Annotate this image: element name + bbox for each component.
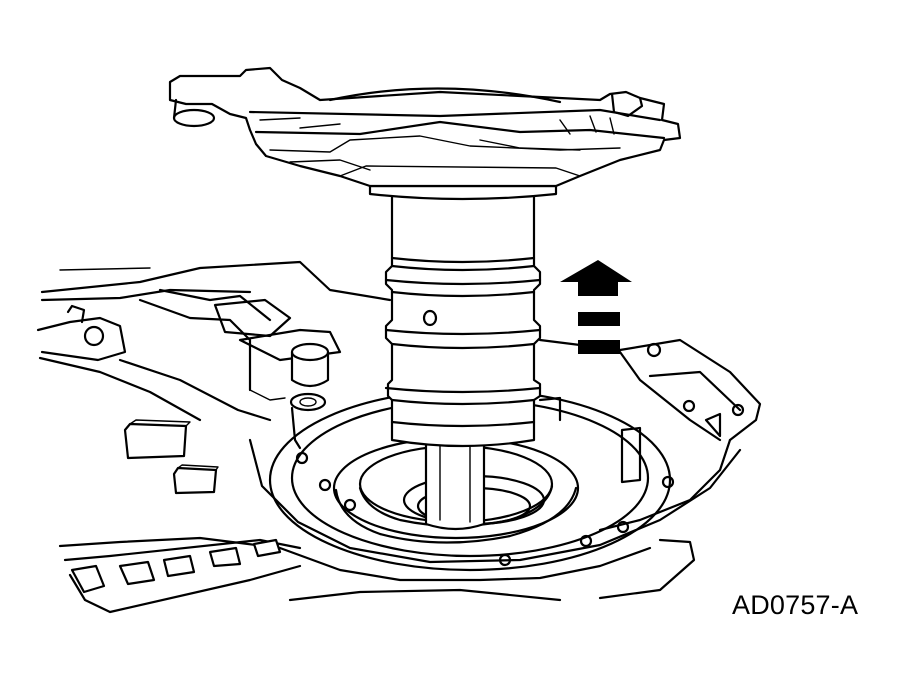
tool-flange <box>168 66 682 188</box>
tool-cylinder <box>368 184 558 448</box>
upward-arrow-icon <box>560 260 632 354</box>
input-shaft <box>424 438 486 531</box>
figure-id-label: AD0757-A <box>732 590 859 620</box>
